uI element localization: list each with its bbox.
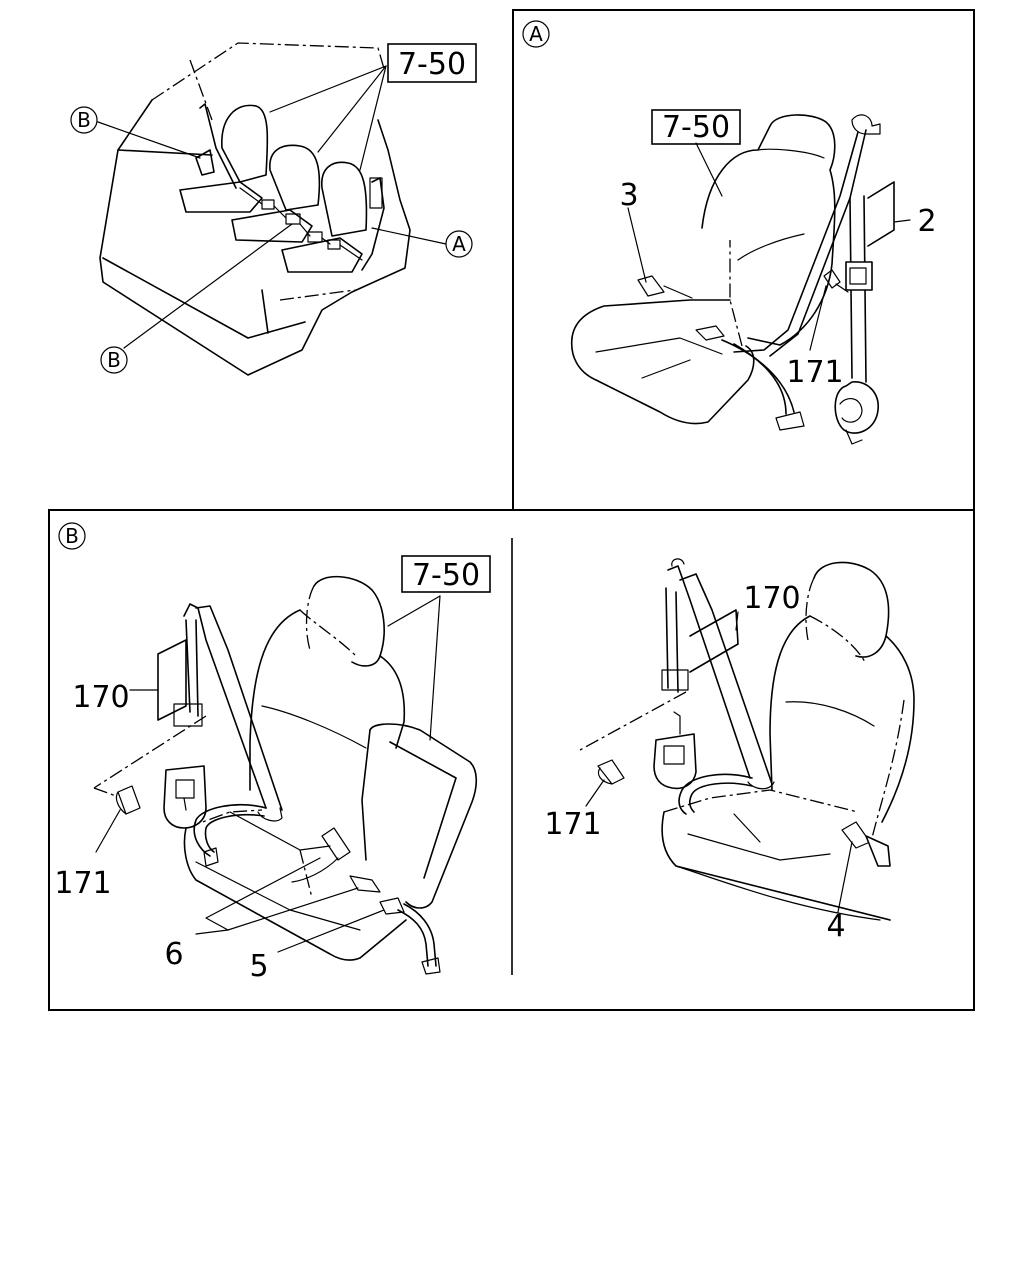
part-171-label: 171 xyxy=(54,866,111,901)
part-6-label: 6 xyxy=(164,937,183,972)
ref-box-overview: 7-50 xyxy=(387,43,477,83)
svg-text:B: B xyxy=(107,348,121,372)
panel-frames xyxy=(48,9,975,1011)
part-3-label: 3 xyxy=(619,178,638,213)
part-171-label: 171 xyxy=(786,355,843,390)
ref-label-7-50: 7-50 xyxy=(662,110,730,145)
part-5-label: 5 xyxy=(249,949,268,984)
svg-text:B: B xyxy=(65,524,79,548)
part-170-label: 170 xyxy=(72,680,129,715)
ref-box-detail-a: 7-50 xyxy=(651,109,741,145)
svg-text:B: B xyxy=(77,108,91,132)
part-171-label: 171 xyxy=(544,807,601,842)
ref-label-7-50: 7-50 xyxy=(412,558,480,593)
detail-b-right-drawing xyxy=(579,558,915,921)
svg-text:A: A xyxy=(452,232,466,256)
ref-box-detail-b: 7-50 xyxy=(401,555,491,593)
callout-a-panel-header: A xyxy=(522,20,550,48)
cab-overview-drawing xyxy=(99,42,411,376)
part-170-label: 170 xyxy=(743,581,800,616)
callout-b-overview-top: B xyxy=(70,106,98,134)
leader-lines xyxy=(95,65,911,953)
callout-b-panel-header: B xyxy=(58,522,86,550)
ref-label-7-50: 7-50 xyxy=(398,47,466,82)
detail-b-left-drawing xyxy=(93,575,478,975)
part-4-label: 4 xyxy=(826,909,845,944)
part-2-label: 2 xyxy=(917,204,936,239)
svg-text:A: A xyxy=(529,22,543,46)
detail-a-drawing xyxy=(570,114,895,445)
callout-b-overview-bottom: B xyxy=(100,346,128,374)
callout-a-overview: A xyxy=(445,230,473,258)
